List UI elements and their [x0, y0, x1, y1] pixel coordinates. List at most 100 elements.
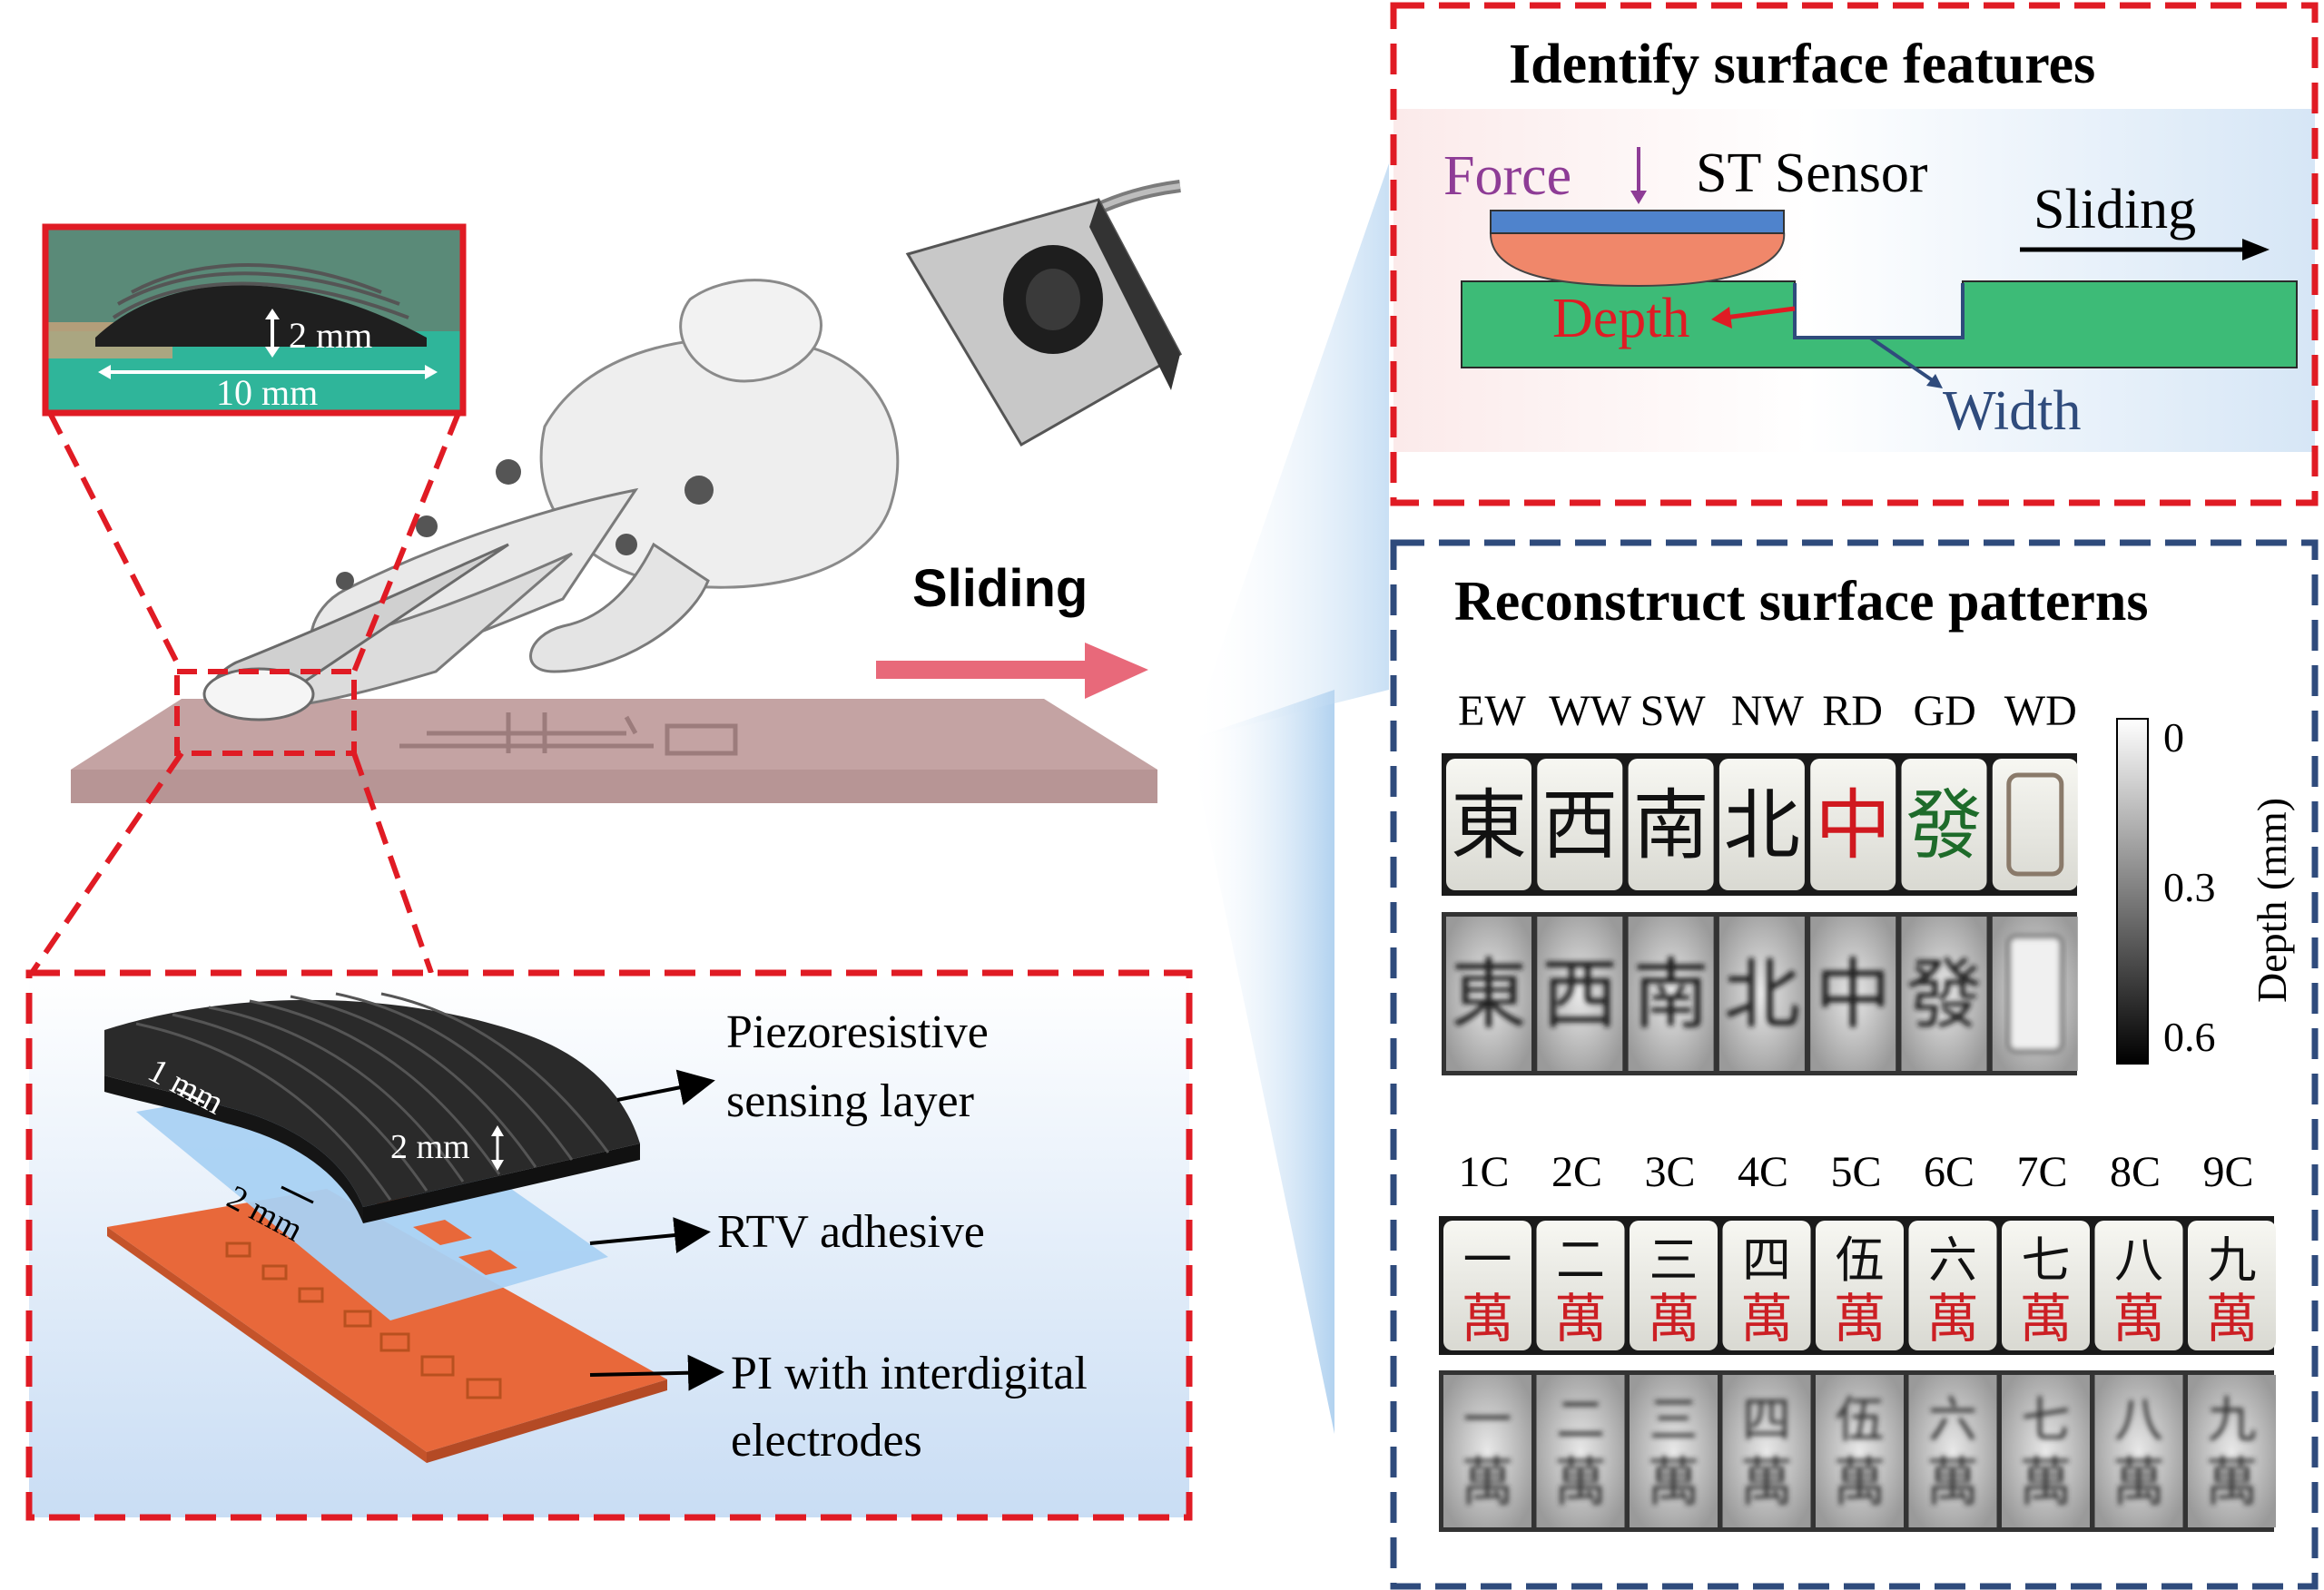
- tile-4c: [1722, 1221, 1811, 1350]
- row2-label-4c: 4C: [1738, 1148, 1789, 1196]
- row2-label-7c: 7C: [2016, 1148, 2068, 1196]
- row1-depth-tiles: 東西南北中發: [1446, 917, 2078, 1071]
- depth-tile-sw: [1628, 917, 1714, 1071]
- inset-width-label: 10 mm: [216, 372, 319, 413]
- depth-tile-4c: [1722, 1375, 1811, 1527]
- depth-number-9c: 九: [2208, 1391, 2257, 1448]
- depth-frame-wd: [2006, 934, 2064, 1054]
- sliding-label: Sliding: [912, 559, 1088, 618]
- colorbar-label: Depth (mm): [2249, 797, 2295, 1003]
- tile-7c: [2002, 1221, 2090, 1350]
- depth-wan-6c: 萬: [1926, 1451, 1979, 1513]
- depth-tile-rd: [1810, 917, 1896, 1071]
- depth-wan-9c: 萬: [2205, 1451, 2258, 1513]
- tile-9c: [2188, 1221, 2276, 1350]
- label-piezoresistive: Piezoresistive: [726, 1006, 989, 1058]
- colorbar-tick-2: 0.6: [2163, 1014, 2216, 1060]
- depth-number-5c: 伍: [1836, 1391, 1885, 1448]
- row2-label-6c: 6C: [1924, 1148, 1975, 1196]
- feature-diagram: [1461, 147, 2298, 388]
- depth-number-4c: 四: [1742, 1391, 1791, 1448]
- features-panel-border: [1390, 2, 2319, 506]
- label-sensing-layer: sensing layer: [726, 1075, 974, 1127]
- row1-label-sw: SW: [1640, 687, 1706, 735]
- tile-sw: [1628, 759, 1714, 890]
- depth-tile-8c: [2094, 1375, 2183, 1527]
- tile-number-7c: 七: [2022, 1232, 2071, 1289]
- label-pi-electrodes: PI with interdigital: [731, 1348, 1088, 1399]
- row2-label-9c: 9C: [2202, 1148, 2254, 1196]
- depth-wan-5c: 萬: [1833, 1451, 1886, 1513]
- inset-connector-right: [351, 411, 461, 673]
- depth-number-7c: 七: [2022, 1391, 2071, 1448]
- tile-rd: [1810, 759, 1896, 890]
- label-electrodes: electrodes: [731, 1415, 922, 1467]
- inset-height-label: 2 mm: [289, 315, 373, 356]
- depth-number-1c: 一: [1463, 1391, 1512, 1448]
- patterns-panel-border: [1390, 539, 2319, 1590]
- inset-connector-left: [47, 411, 184, 673]
- depth-wan-4c: 萬: [1740, 1451, 1793, 1513]
- tile-number-9c: 九: [2208, 1232, 2257, 1289]
- tile-frame-wd: [2006, 772, 2064, 877]
- tile-nw: [1718, 759, 1805, 890]
- depth-wan-2c: 萬: [1554, 1451, 1607, 1513]
- explode-connector-right: [351, 752, 434, 974]
- tile-gd: [1901, 759, 1987, 890]
- depth-wan-7c: 萬: [2019, 1451, 2072, 1513]
- depth-wan-1c: 萬: [1461, 1451, 1513, 1513]
- width-label: Width: [1943, 380, 2082, 442]
- tile-wan-9c: 萬: [2205, 1288, 2258, 1350]
- row1-label-gd: GD: [1913, 687, 1976, 735]
- explode-connector-left: [29, 751, 184, 975]
- depth-label: Depth: [1552, 288, 1690, 349]
- tile-number-6c: 六: [1928, 1232, 1977, 1289]
- tile-glyph-nw: 北: [1724, 781, 1800, 870]
- depth-number-3c: 三: [1649, 1391, 1699, 1448]
- features-title: Identify surface features: [1509, 34, 2096, 95]
- sensor-label: ST Sensor: [1696, 142, 1928, 204]
- tile-wan-3c: 萬: [1647, 1288, 1699, 1350]
- depth-glyph-ew: 東: [1451, 950, 1527, 1039]
- depth-glyph-ww: 西: [1541, 950, 1618, 1039]
- tile-wd: [1992, 759, 2078, 890]
- row1-label-wd: WD: [2004, 687, 2077, 735]
- tile-wan-2c: 萬: [1554, 1288, 1607, 1350]
- depth-number-6c: 六: [1928, 1391, 1977, 1448]
- depth-tile-gd: [1901, 917, 1987, 1071]
- depth-tile-5c: [1816, 1375, 1904, 1527]
- tile-glyph-ww: 西: [1541, 781, 1618, 870]
- depth-tile-1c: [1443, 1375, 1531, 1527]
- tile-number-1c: 一: [1463, 1232, 1512, 1289]
- row2-label-2c: 2C: [1551, 1148, 1603, 1196]
- tile-glyph-sw: 南: [1633, 781, 1709, 870]
- tile-ew: [1446, 759, 1531, 890]
- row2-label-8c: 8C: [2110, 1148, 2162, 1196]
- row1-label-rd: RD: [1822, 687, 1883, 735]
- colorbar-tick-0: 0: [2163, 714, 2184, 761]
- arrow-piezo: [616, 1069, 715, 1105]
- tile-5c: [1816, 1221, 1904, 1350]
- tile-wan-8c: 萬: [2112, 1288, 2165, 1350]
- tile-number-3c: 三: [1649, 1232, 1699, 1289]
- row1-label-ew: EW: [1458, 687, 1526, 735]
- depth-tile-7c: [2002, 1375, 2090, 1527]
- tile-3c: [1630, 1221, 1718, 1350]
- tile-wan-5c: 萬: [1833, 1288, 1886, 1350]
- sensor-photo-inset: [42, 223, 467, 417]
- depth-number-8c: 八: [2114, 1391, 2163, 1448]
- projection-beam: [1189, 690, 1334, 1434]
- tile-number-4c: 四: [1742, 1232, 1791, 1289]
- tile-glyph-gd: 發: [1905, 781, 1982, 870]
- tile-glyph-ew: 東: [1451, 781, 1527, 870]
- dim-thickness-label: 2 mm: [390, 1128, 470, 1166]
- sliding-feature-label: Sliding: [2034, 179, 2197, 240]
- depth-tile-3c: [1630, 1375, 1718, 1527]
- textured-plate: [71, 699, 1157, 803]
- exploded-panel-border: [25, 969, 1193, 1521]
- depth-tile-2c: [1536, 1375, 1625, 1527]
